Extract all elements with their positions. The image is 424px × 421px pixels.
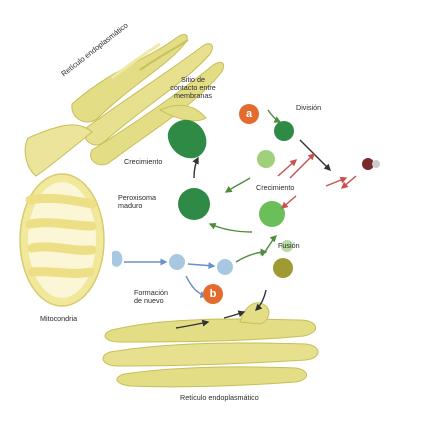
- peroxisome-growing: [259, 201, 285, 227]
- peroxisome-budding: [167, 119, 207, 159]
- label-contact-site-line-2: contacto entre: [170, 83, 216, 92]
- process-arrows: [124, 109, 348, 329]
- badge-a: a: [239, 104, 259, 124]
- label-division: División: [296, 103, 322, 112]
- label-fusion: Fusión: [278, 241, 300, 250]
- label-mitochondria: Mitocondria: [40, 314, 78, 323]
- vesicle-2: [217, 259, 233, 275]
- label-mature-peroxisome-line-2: maduro: [118, 201, 143, 210]
- mitochondrion-shape: [19, 173, 105, 307]
- peroxisome-mature: [178, 188, 210, 220]
- er-bottom-shape: [102, 302, 319, 388]
- label-new-formation: Formación de nuevo: [134, 289, 168, 305]
- label-mature-peroxisome: Peroxisoma maduro: [118, 194, 156, 210]
- label-er-bottom: Retículo endoplasmático: [180, 393, 259, 402]
- vesicle-mito-budding: [112, 250, 123, 267]
- label-growth-left: Crecimiento: [124, 157, 163, 166]
- vesicle-3: [281, 240, 293, 252]
- label-growth-right: Crecimiento: [256, 183, 295, 192]
- label-contact-site-line-1: Sitio de: [181, 75, 205, 84]
- label-mature-peroxisome-line-1: Peroxisoma: [118, 193, 156, 202]
- small-organelle-icon: [362, 158, 380, 170]
- peroxisome-dividing-lower: [257, 150, 275, 168]
- badge-b: b: [203, 284, 223, 304]
- label-contact-site-line-3: membranas: [174, 91, 212, 100]
- vesicle-1: [169, 254, 185, 270]
- arrow-small-organelle: [340, 175, 357, 189]
- label-new-formation-line-1: Formación: [134, 288, 168, 297]
- label-contact-site: Sitio de contacto entre membranas: [170, 76, 216, 100]
- label-new-formation-line-2: de nuevo: [134, 296, 164, 305]
- peroxisome-fusion: [273, 258, 293, 278]
- er-top-shape: [24, 34, 225, 177]
- peroxisome-dividing-upper: [274, 121, 294, 141]
